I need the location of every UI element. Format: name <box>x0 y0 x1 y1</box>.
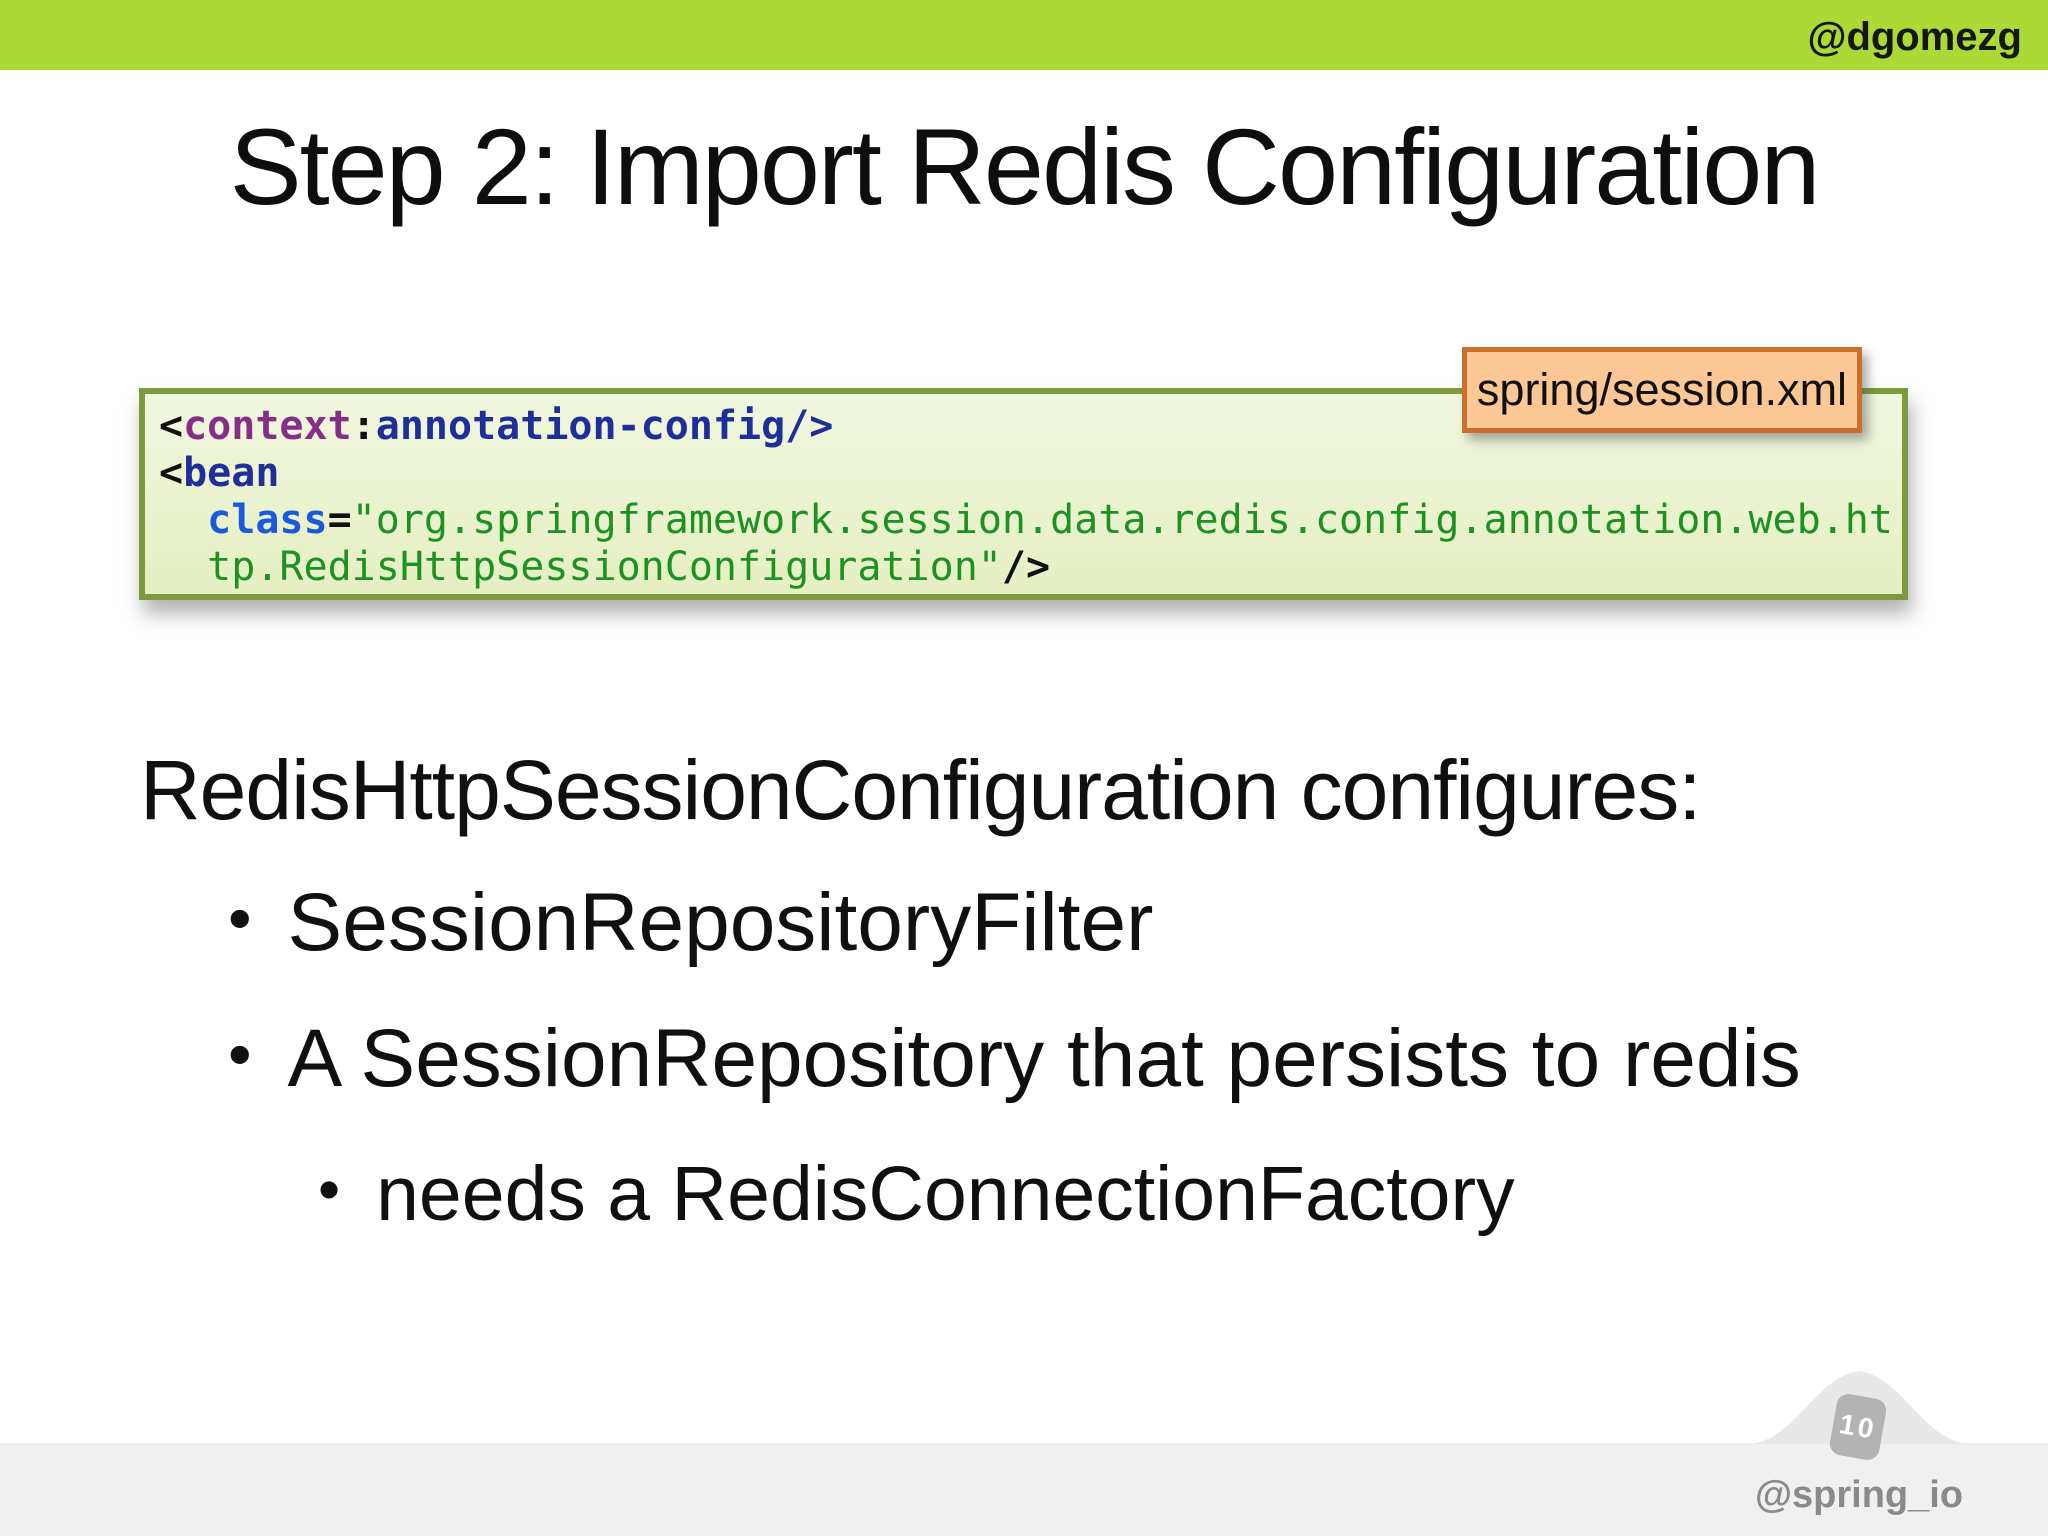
bullet-icon: • <box>228 1017 252 1093</box>
spring-io-logo-text: 10 <box>1837 1408 1880 1445</box>
code-line: <context:annotation-config/> <box>159 403 834 449</box>
list-item: • needs a RedisConnectionFactory <box>318 1150 1515 1239</box>
code-lines: <context:annotation-config/><bean class=… <box>159 403 1902 591</box>
list-item-label: SessionRepositoryFilter <box>287 877 1154 968</box>
list-item: • A SessionRepository that persists to r… <box>228 1012 1801 1106</box>
spring-io-logo-icon: 10 <box>1827 1392 1889 1462</box>
page-title: Step 2: Import Redis Configuration <box>229 106 1821 227</box>
footer-bar <box>0 1443 2048 1536</box>
content-heading: RedisHttpSessionConfiguration configures… <box>140 743 1702 837</box>
list-item-label: A SessionRepository that persists to red… <box>287 1013 1801 1104</box>
code-line: <bean <box>159 450 280 496</box>
list-item: • SessionRepositoryFilter <box>228 876 1153 970</box>
author-handle: @dgomezg <box>1807 15 2022 59</box>
filename-badge: spring/session.xml <box>1462 347 1862 433</box>
footer-handle: @spring_io <box>1754 1474 1964 1516</box>
bullet-icon: • <box>228 881 252 957</box>
top-bar: @dgomezg <box>0 0 2048 70</box>
bullet-icon: • <box>318 1154 341 1225</box>
code-line: tp.RedisHttpSessionConfiguration"/> <box>207 544 1051 590</box>
list-item-label: needs a RedisConnectionFactory <box>376 1151 1515 1237</box>
code-line: class="org.springframework.session.data.… <box>207 497 1893 543</box>
